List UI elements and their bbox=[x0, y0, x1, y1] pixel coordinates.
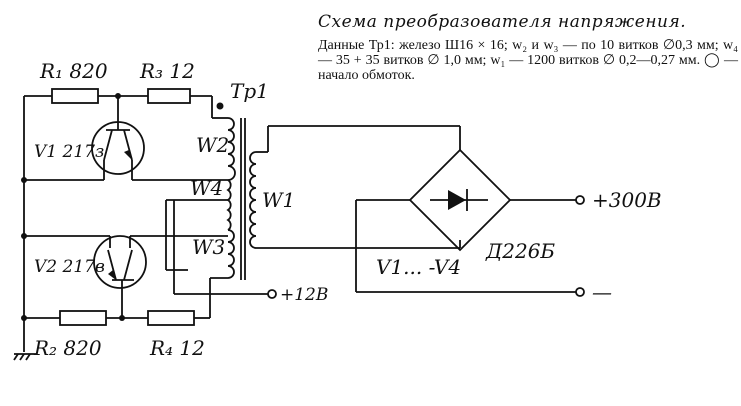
mid-rail bbox=[165, 199, 277, 299]
label-r2: R₂ 820 bbox=[33, 336, 102, 360]
resistor-r2 bbox=[59, 310, 107, 326]
label-out-pos: +300В bbox=[592, 188, 662, 212]
resistor-r1 bbox=[51, 88, 99, 104]
transformer-primary bbox=[216, 102, 246, 280]
top-rail bbox=[24, 88, 228, 119]
resistor-r3 bbox=[147, 88, 191, 104]
label-r1: R₁ 820 bbox=[39, 59, 108, 83]
transistor-v1 bbox=[91, 96, 145, 180]
label-supply: +12В bbox=[280, 285, 328, 305]
transistor-v2 bbox=[24, 235, 228, 321]
label-r4: R₄ 12 bbox=[149, 336, 205, 360]
label-v2: V2 217в bbox=[34, 257, 105, 277]
label-bridge-range: V1... -V4 bbox=[376, 255, 461, 279]
label-out-neg: — bbox=[592, 280, 612, 304]
ground-symbol bbox=[13, 353, 36, 361]
label-w2: W2 bbox=[196, 133, 229, 157]
caption: Схема преобразователя напряжения. Данные… bbox=[318, 12, 738, 83]
left-bus bbox=[21, 96, 27, 352]
label-w3: W3 bbox=[192, 235, 225, 259]
label-bridge-type: Д226Б bbox=[485, 239, 555, 263]
resistor-r4 bbox=[147, 310, 195, 326]
caption-title: Схема преобразователя напряжения. bbox=[318, 12, 687, 32]
label-v1: V1 217з bbox=[34, 142, 104, 162]
bottom-rail bbox=[24, 277, 228, 326]
transformer-secondary bbox=[249, 125, 461, 249]
label-r3: R₃ 12 bbox=[139, 59, 195, 83]
diode-bridge bbox=[355, 148, 585, 297]
caption-body: Данные Тр1: железо Ш16 × 16; w₂ и w₃ — п… bbox=[318, 38, 738, 83]
label-tr1: Тр1 bbox=[230, 79, 269, 103]
label-w4: W4 bbox=[190, 176, 223, 200]
label-w1: W1 bbox=[262, 188, 295, 212]
